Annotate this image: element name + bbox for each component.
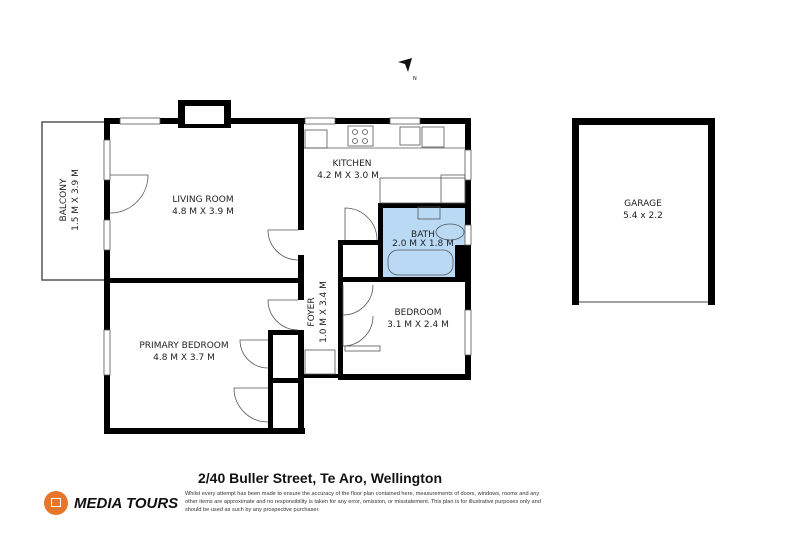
primary-bedroom-size: 4.8 M X 3.7 M: [153, 353, 215, 363]
balcony-size: 1.5 M X 3.9 M: [71, 169, 81, 231]
bedroom-size: 3.1 M X 2.4 M: [387, 320, 449, 330]
primary-bedroom-label: PRIMARY BEDROOM: [139, 341, 228, 351]
kitchen-label: KITCHEN: [333, 159, 372, 169]
garage-size: 5.4 x 2.2: [623, 211, 663, 221]
bath-label: BATH: [411, 230, 435, 240]
foyer-label: FOYER: [307, 297, 317, 326]
living-room-size: 4.8 M X 3.9 M: [172, 207, 234, 217]
brand-name: MEDIA TOURS: [74, 494, 179, 512]
svg-text:N: N: [413, 76, 417, 82]
walls: [104, 100, 715, 434]
balcony-label: BALCONY: [59, 178, 69, 221]
kitchen-size: 4.2 M X 3.0 M: [317, 171, 379, 181]
north-arrow-icon: N: [398, 58, 417, 82]
windows: [103, 117, 472, 376]
bedroom-label: BEDROOM: [395, 308, 442, 318]
house-logo-icon: [44, 491, 68, 515]
disclaimer: Whilst every attempt has been made to en…: [185, 491, 541, 513]
garage-label: GARAGE: [624, 199, 662, 209]
living-room-label: LIVING ROOM: [172, 195, 233, 205]
foyer-size: 1.0 M X 3.4 M: [319, 281, 329, 343]
kitchen-fixtures: [109, 125, 466, 423]
brand-logo: MEDIA TOURS: [44, 491, 178, 515]
bath-size: 2.0 M X 1.8 M: [392, 239, 454, 249]
property-address: 2/40 Buller Street, Te Aro, Wellington: [197, 470, 442, 486]
